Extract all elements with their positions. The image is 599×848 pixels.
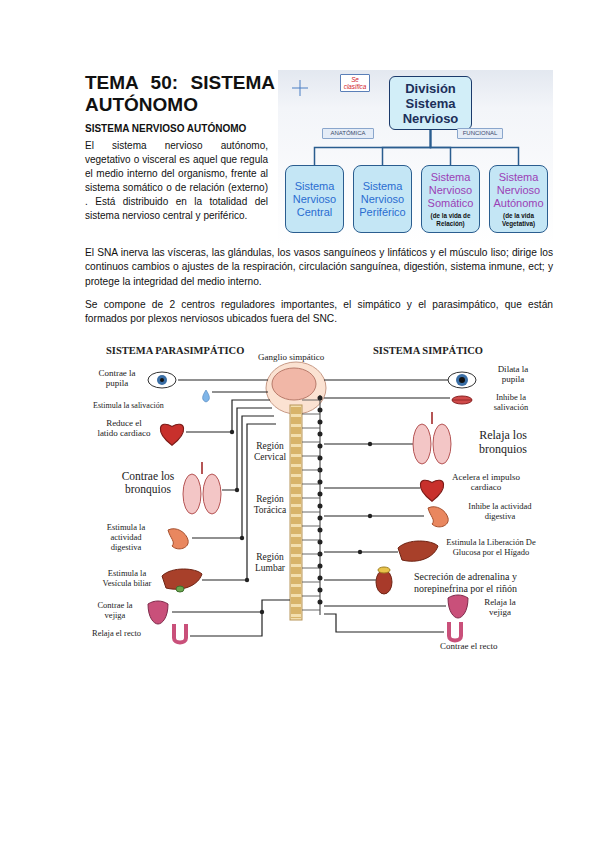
effect-label: Inhibe la salivación: [480, 392, 542, 412]
wire-node: [358, 550, 362, 554]
effect-label: Contrae los bronquios: [116, 470, 180, 496]
diagram-backdrop: [278, 70, 553, 245]
node-text: Sistema Nervioso Central: [287, 180, 342, 219]
lung-icon: [183, 474, 201, 514]
brain-shape: [272, 368, 316, 400]
node-text: Sistema Nervioso Autónomo: [491, 171, 546, 210]
node-text: FUNCIONAL: [463, 130, 498, 137]
adrenal-icon: [378, 567, 390, 573]
body-paragraph: El SNA inerva las vísceras, las glándula…: [85, 246, 553, 289]
wire-node: [235, 488, 239, 492]
bladder-icon: [148, 601, 168, 624]
eye-icon: [148, 372, 176, 388]
eye-pupil: [459, 377, 465, 383]
effect-label: Inhibe la actividad digestiva: [466, 501, 534, 521]
node-text: Sistema Nervioso Periférico: [355, 180, 410, 219]
spine-region: Región Torácica: [250, 494, 290, 516]
wire-node: [260, 610, 264, 614]
kidney-icon: [376, 570, 392, 594]
node-text: Sistema Nervioso Somático: [423, 171, 478, 210]
classify-tag: Se clasifica: [340, 74, 370, 92]
eye-pupil: [160, 378, 164, 382]
lung-icon: [433, 424, 451, 464]
tree-connector: [383, 130, 431, 165]
node-text: Se clasifica: [342, 76, 368, 90]
eye-iris: [456, 374, 468, 386]
effect-label: Relaja el recto: [92, 628, 172, 638]
system-heading: SISTEMA SIMPÁTICO: [373, 345, 523, 357]
gallbladder-icon: [176, 586, 184, 592]
stomach-icon: [428, 507, 448, 527]
lung-icon: [203, 474, 221, 514]
lung-icon: [413, 424, 431, 464]
heart-icon: [160, 424, 183, 445]
spine-region: Región Lumbar: [250, 552, 290, 574]
division-box: Sistema Nervioso Autónomo (de la vida Veg…: [489, 165, 548, 233]
nervous-illustration: [148, 362, 476, 643]
effect-label: Dilata la pupila: [486, 364, 540, 384]
effect-label: Relaja la vejiga: [476, 597, 524, 617]
node-subtext: (de la vida Vegetativa): [491, 212, 546, 227]
effect-label: Reduce el latido cardiaco: [95, 418, 153, 438]
category-tag: FUNCIONAL: [457, 128, 503, 139]
wire-node: [368, 442, 372, 446]
page-title: TEMA 50: SISTEMA AUTÓNOMO: [85, 72, 275, 116]
rectum-icon: [449, 622, 461, 641]
division-box: Sistema Nervioso Somático (de la vida de …: [421, 165, 480, 233]
effect-label: Contrae la vejiga: [88, 600, 142, 620]
rectum-icon: [174, 624, 186, 643]
liver-icon: [398, 541, 438, 561]
stomach-icon: [168, 529, 188, 549]
wire-node: [240, 536, 244, 540]
wire-node: [245, 578, 249, 582]
effect-label: Estimula la Liberación De Glucosa por el…: [443, 537, 539, 557]
ganglion-label: Ganglio simpático: [258, 352, 338, 362]
effect-label: Relaja los bronquios: [470, 428, 536, 456]
division-box: Sistema Nervioso Periférico: [353, 165, 412, 233]
mouth-icon: [452, 396, 472, 404]
parasympathetic-wires: [172, 380, 290, 636]
ganglion-rungs: [302, 400, 320, 610]
tree-connector: [431, 130, 519, 165]
vertebrae: [291, 407, 301, 618]
system-heading: SISTEMA PARASIMPÁTICO: [106, 345, 266, 357]
effect-label: Estimula la Vesícula biliar: [95, 568, 159, 588]
body-paragraph: Se compone de 2 centros reguladores impo…: [85, 298, 553, 327]
wire-node: [368, 514, 372, 518]
bladder-icon: [448, 595, 468, 618]
body-paragraph: El sistema nervioso autónomo, vegetativo…: [85, 139, 268, 223]
effect-label: Estimula la actividad digestiva: [95, 522, 157, 552]
category-tag: ANATÓMICA: [322, 128, 374, 139]
wire-node: [230, 430, 234, 434]
trachea: [201, 462, 203, 474]
effect-label: Secreción de adrenalina y norepinefrina …: [398, 571, 533, 594]
node-subtext: (de la vida de Relación): [423, 212, 478, 227]
effect-label: Estimula la salivación: [93, 401, 203, 410]
sympathetic-wires: [324, 380, 450, 632]
effect-label: Contrae el recto: [440, 641, 520, 651]
trachea: [431, 412, 433, 424]
heart-icon: [420, 480, 443, 501]
mouth-line: [452, 400, 472, 401]
saliva-drop: [203, 390, 210, 402]
tree-connector: [431, 130, 451, 165]
root-box: División Sistema Nervioso: [389, 76, 472, 130]
node-text: ANATÓMICA: [330, 130, 365, 137]
effect-label: Acelera el impulso cardiaco: [450, 472, 522, 492]
spinal-column: [290, 405, 302, 620]
eye-icon: [448, 372, 476, 388]
ganglion-dots: [318, 398, 323, 612]
node-text: División Sistema Nervioso: [391, 81, 470, 126]
division-box: Sistema Nervioso Central: [285, 165, 344, 233]
section-heading: SISTEMA NERVIOSO AUTÓNOMO: [85, 122, 275, 135]
sparkle-mark: [292, 80, 308, 96]
effect-label: Contrae la pupila: [92, 368, 142, 388]
eye-iris: [157, 375, 167, 385]
spine-region: Región Cervical: [250, 441, 290, 463]
